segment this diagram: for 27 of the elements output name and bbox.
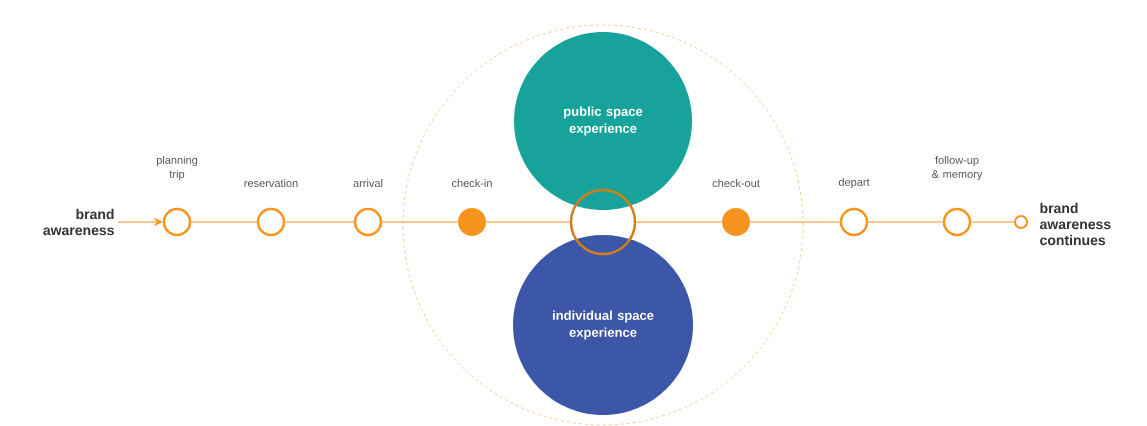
stage-ring — [162, 207, 192, 237]
step-label: check-in — [452, 178, 492, 188]
connector-line — [284, 221, 355, 223]
step-label: check-out — [712, 178, 760, 188]
stage-ring — [839, 207, 869, 237]
stage-ring — [942, 207, 972, 237]
step-label: follow-up & memory — [932, 155, 983, 181]
step-label: reservation — [244, 178, 298, 188]
step-label: depart — [838, 177, 870, 189]
connector-line — [867, 221, 944, 223]
brand-awareness-label: brand awareness — [43, 208, 114, 236]
connector-line — [381, 221, 459, 223]
connector-line — [635, 221, 723, 223]
stage-dot — [722, 208, 750, 236]
overlap-ring — [569, 188, 637, 256]
step-label: arrival — [353, 178, 383, 188]
connector-line — [749, 221, 841, 223]
brand-awareness-label: brand awareness continues — [1039, 202, 1111, 246]
connector-line — [190, 221, 258, 223]
end-ring — [1014, 215, 1028, 229]
stage-dot — [458, 208, 486, 236]
stage-ring — [353, 207, 383, 237]
step-label: planning trip — [156, 155, 198, 181]
connector-line — [970, 221, 1015, 223]
dashed-circle — [402, 24, 804, 426]
connector-line — [485, 221, 571, 223]
stage-ring — [256, 207, 286, 237]
